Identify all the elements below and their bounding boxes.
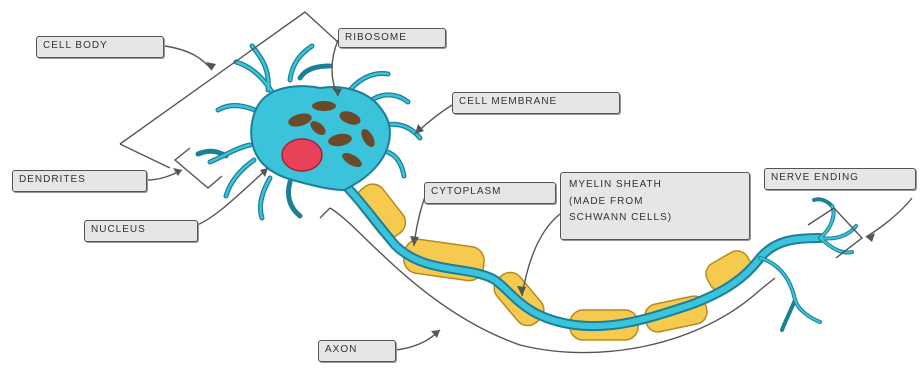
label-cell-membrane: CELL MEMBRANE — [452, 92, 620, 114]
label-dendrites: DENDRITES — [12, 170, 147, 192]
label-ribosome: RIBOSOME — [338, 28, 446, 48]
label-cell-body: CELL BODY — [36, 36, 164, 58]
myelin-line-3: SCHWANN CELLS) — [569, 210, 741, 227]
label-nerve-ending: NERVE ENDING — [764, 168, 916, 190]
nucleus — [282, 139, 322, 171]
label-cytoplasm: CYTOPLASM — [424, 182, 556, 204]
myelin-line-1: MYELIN SHEATH — [569, 177, 741, 194]
myelin-line-2: (MADE FROM — [569, 194, 741, 211]
label-myelin-sheath: MYELIN SHEATH (MADE FROM SCHWANN CELLS) — [560, 172, 750, 240]
label-axon: AXON — [318, 340, 396, 362]
label-nucleus: NUCLEUS — [84, 220, 198, 242]
